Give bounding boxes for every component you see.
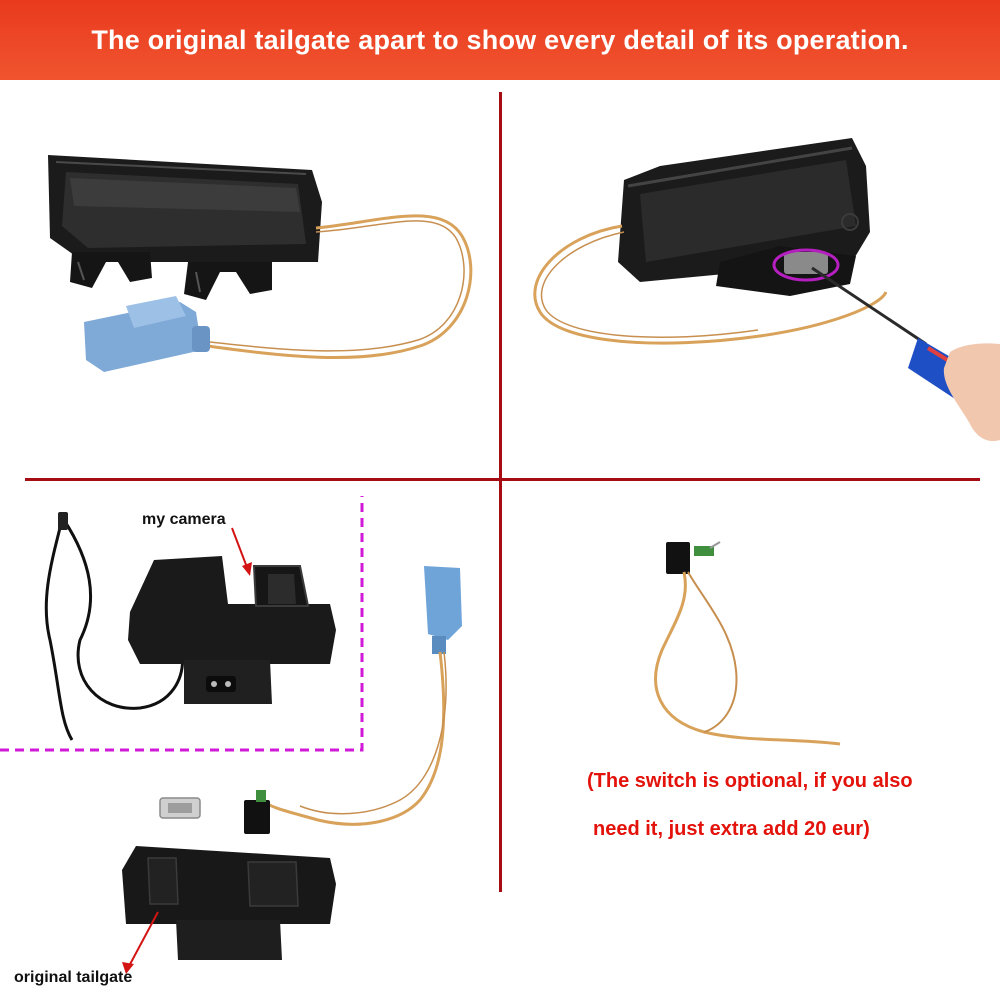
wire-icon: [260, 651, 446, 826]
rear-camera-housing-icon: [128, 556, 336, 704]
optional-note-line-1: (The switch is optional, if you also: [587, 770, 913, 792]
wire-icon: [533, 224, 888, 345]
tailgate-handle-icon: [48, 155, 322, 300]
camera-label: my camera: [142, 511, 226, 528]
camera-arrow-icon: [231, 527, 249, 571]
camera-cable-icon: [44, 512, 185, 741]
hand-icon: [943, 343, 1000, 442]
tailgate-handle-back-icon: [618, 138, 870, 296]
metal-clip-icon: [159, 797, 201, 819]
header-banner: The original tailgate apart to show ever…: [0, 0, 1000, 80]
tailgate-arrow-icon: [127, 911, 159, 969]
blue-connector-icon: [424, 566, 462, 654]
banner-title: The original tailgate apart to show ever…: [91, 24, 909, 55]
wire-icon: [207, 214, 473, 360]
connector-plug-icon: [84, 296, 210, 372]
camera-section-border: [0, 496, 364, 752]
horizontal-divider: [25, 478, 980, 481]
original-tailgate-icon: [122, 846, 336, 960]
micro-switch-icon: [244, 790, 270, 834]
optional-switch-icon: [666, 541, 721, 574]
vertical-divider: [499, 92, 502, 892]
optional-note-line-2: need it, just extra add 20 eur): [593, 818, 870, 840]
tailgate-label: original tailgate: [14, 969, 133, 986]
wire-icon: [654, 571, 841, 746]
